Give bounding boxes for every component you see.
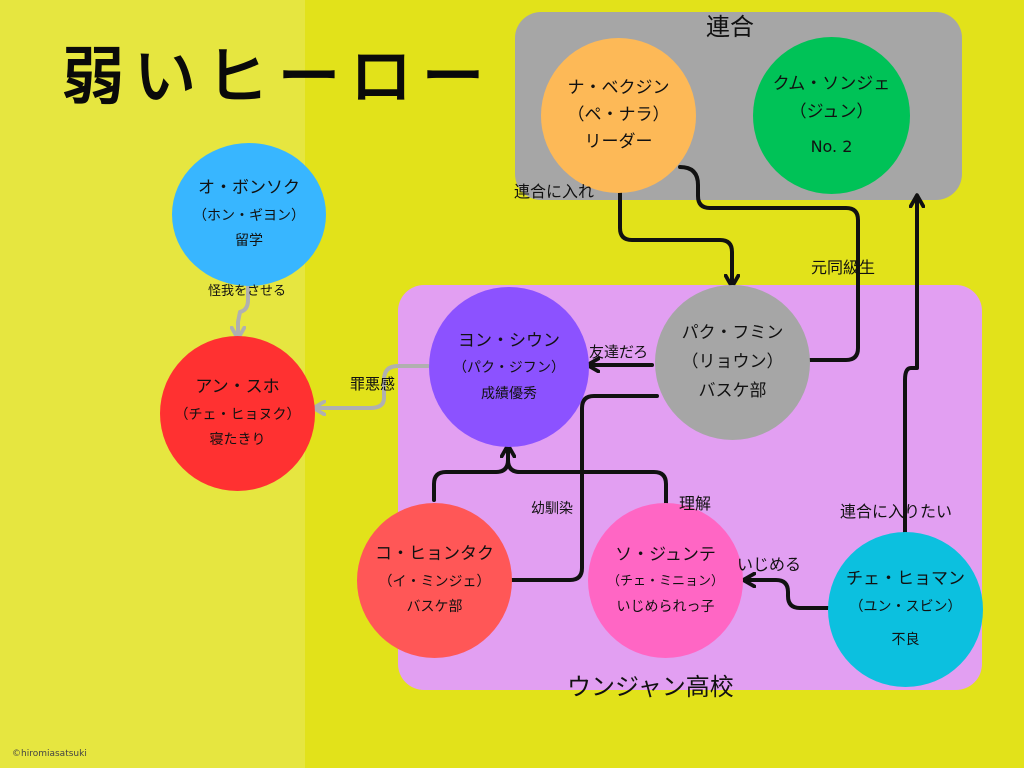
node-oh-name: オ・ボンソク [198,178,300,199]
rengo-group-title: 連合 [706,13,754,41]
node-na-actor: （ペ・ナラ） [567,104,670,125]
school-group-title: ウンジャン高校 [567,673,734,701]
page-title: 弱いヒーロー [62,40,495,113]
node-yeon-actor: （パク・ジフン） [453,360,565,377]
edge-label-choi-to-seo: いじめる [737,555,802,574]
node-yeon-name: ヨン・シウン [458,330,560,351]
node-choi-name: チェ・ヒョマン [846,569,965,590]
node-na-desc: リーダー [584,132,653,153]
edge-label-ko-seo-to-yeon: 幼馴染 [531,501,573,517]
node-an-suho: アン・スホ （チェ・ヒョヌク） 寝たきり [160,336,315,491]
node-park-humin: パク・フミン （リョウン） バスケ部 [655,285,810,440]
node-na-baekjin: ナ・ベクジン （ペ・ナラ） リーダー [541,38,696,193]
edge-label-park-to-yeon: 友達だろ [589,343,649,361]
edge-ko-to-yeon [432,450,508,502]
edge-seo-to-yeon [506,458,668,507]
node-choi-actor: （ユン・スビン） [849,598,962,615]
node-park-desc: バスケ部 [698,381,767,402]
node-ko-name: コ・ヒョンタク [375,544,494,565]
edge-choi-to-rengo [903,200,917,536]
node-seo-name: ソ・ジュンテ [615,545,716,565]
edge-choi-to-seo [748,580,830,610]
node-yeon-desc: 成績優秀 [481,385,537,402]
node-kum-seongje: クム・ソンジェ （ジュン） No. 2 [753,37,910,194]
edge-label-oh-to-an: 怪我をさせる [208,284,287,299]
node-choi-desc: 不良 [891,632,920,649]
node-ko-desc: バスケ部 [406,599,463,616]
edge-label-choi-to-rengo: 連合に入りたい [840,502,953,521]
node-an-desc: 寝たきり [209,432,266,449]
edge-yeon-to-an [318,364,430,408]
node-ko-actor: （イ・ミンジェ） [378,573,491,590]
node-an-name: アン・スホ [195,377,280,398]
node-kum-desc: No. 2 [810,136,853,156]
node-oh-actor: （ホン・ギヨン） [193,207,305,224]
edge-ko-park-link [510,394,659,582]
edge-na-to-park [618,190,732,282]
edge-label-yeon-to-an: 罪悪感 [350,375,396,393]
edge-oh-to-an [238,284,250,334]
credit-text: ©hiromiasatsuki [12,749,87,759]
node-seo-junte: ソ・ジュンテ （チェ・ミニョン） いじめられっ子 [588,503,743,658]
node-kum-actor: （ジュン） [789,101,874,122]
node-choi-hyoman: チェ・ヒョマン （ユン・スビン） 不良 [828,532,983,687]
node-park-name: パク・フミン [681,322,784,343]
edge-label-na-to-park: 連合に入れ [514,182,595,201]
edge-label-seo-yeon: 理解 [679,494,712,513]
node-na-name: ナ・ベクジン [567,77,670,98]
node-ko-hyeontak: コ・ヒョンタク （イ・ミンジェ） バスケ部 [357,503,512,658]
node-yeon-sieun: ヨン・シウン （パク・ジフン） 成績優秀 [429,287,589,447]
node-park-actor: （リョウン） [681,351,784,372]
node-oh-desc: 留学 [235,233,263,250]
node-seo-actor: （チェ・ミニョン） [606,574,724,590]
node-kum-name: クム・ソンジェ [772,74,891,95]
edge-label-na-park-classmates: 元同級生 [811,258,876,277]
node-an-actor: （チェ・ヒョヌク） [174,406,301,423]
edge-na-park-classmates [678,165,860,362]
node-oh-beomseok: オ・ボンソク （ホン・ギヨン） 留学 [172,143,326,286]
node-seo-desc: いじめられっ子 [616,598,715,615]
